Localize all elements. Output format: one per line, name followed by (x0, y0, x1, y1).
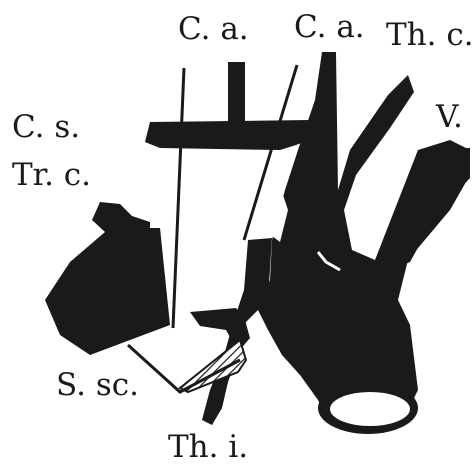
carotid-stub (228, 62, 245, 142)
left-trunk (45, 202, 170, 355)
label-thoracic-c: Th. c. (386, 20, 474, 51)
label-carotid-right: C. a. (294, 12, 365, 43)
label-subclavian: C. s. (12, 112, 80, 143)
vena-cava-upper (380, 140, 470, 270)
label-carotid-left: C. a. (178, 14, 249, 45)
vessel-lumen (330, 392, 410, 426)
label-subscapular: S. sc. (56, 370, 139, 401)
artery-line-left (173, 68, 184, 328)
label-thoracic-i: Th. i. (168, 432, 248, 463)
label-truncus: Tr. c. (12, 160, 91, 191)
label-vena: V. (436, 102, 463, 133)
